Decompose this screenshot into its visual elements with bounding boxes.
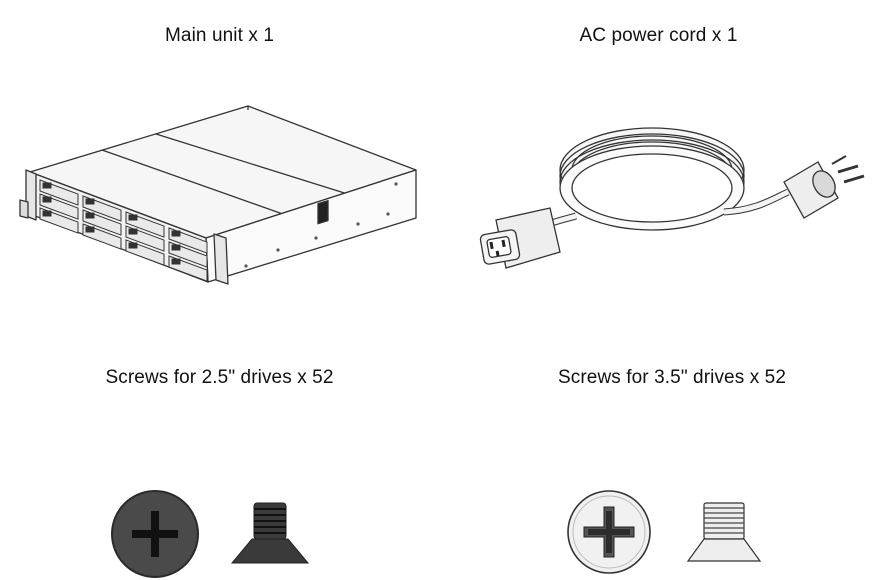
- drive-bay-latch: [42, 196, 52, 203]
- drive-bay-latch: [171, 244, 181, 251]
- drive-bay-latch: [171, 258, 181, 265]
- drive-bay-latch: [171, 230, 181, 237]
- power-cord-icon: [466, 112, 868, 278]
- power-cord-caption: AC power cord x 1: [579, 25, 738, 46]
- main-unit-caption: Main unit x 1: [164, 25, 275, 46]
- drive-bay-latch: [85, 198, 95, 205]
- drive-bay-latch: [128, 228, 138, 235]
- drive-bay-latch: [85, 212, 95, 219]
- dark-screw-side-icon: [230, 499, 310, 565]
- rackmount-server-icon: [16, 100, 424, 288]
- drive-bay-latch: [85, 226, 95, 233]
- dark-screw-head-icon: [110, 489, 200, 579]
- drive-bay-latch: [42, 182, 52, 189]
- drive-bay-latch: [128, 214, 138, 221]
- drive-bay-latch: [42, 210, 52, 217]
- light-screw-side-icon: [684, 499, 764, 565]
- drive-bay-latch: [128, 242, 138, 249]
- light-screw-head-icon: [566, 489, 652, 575]
- screws-2-5-caption: Screws for 2.5" drives x 52: [105, 367, 334, 388]
- screws-3-5-caption: Screws for 3.5" drives x 52: [557, 367, 787, 388]
